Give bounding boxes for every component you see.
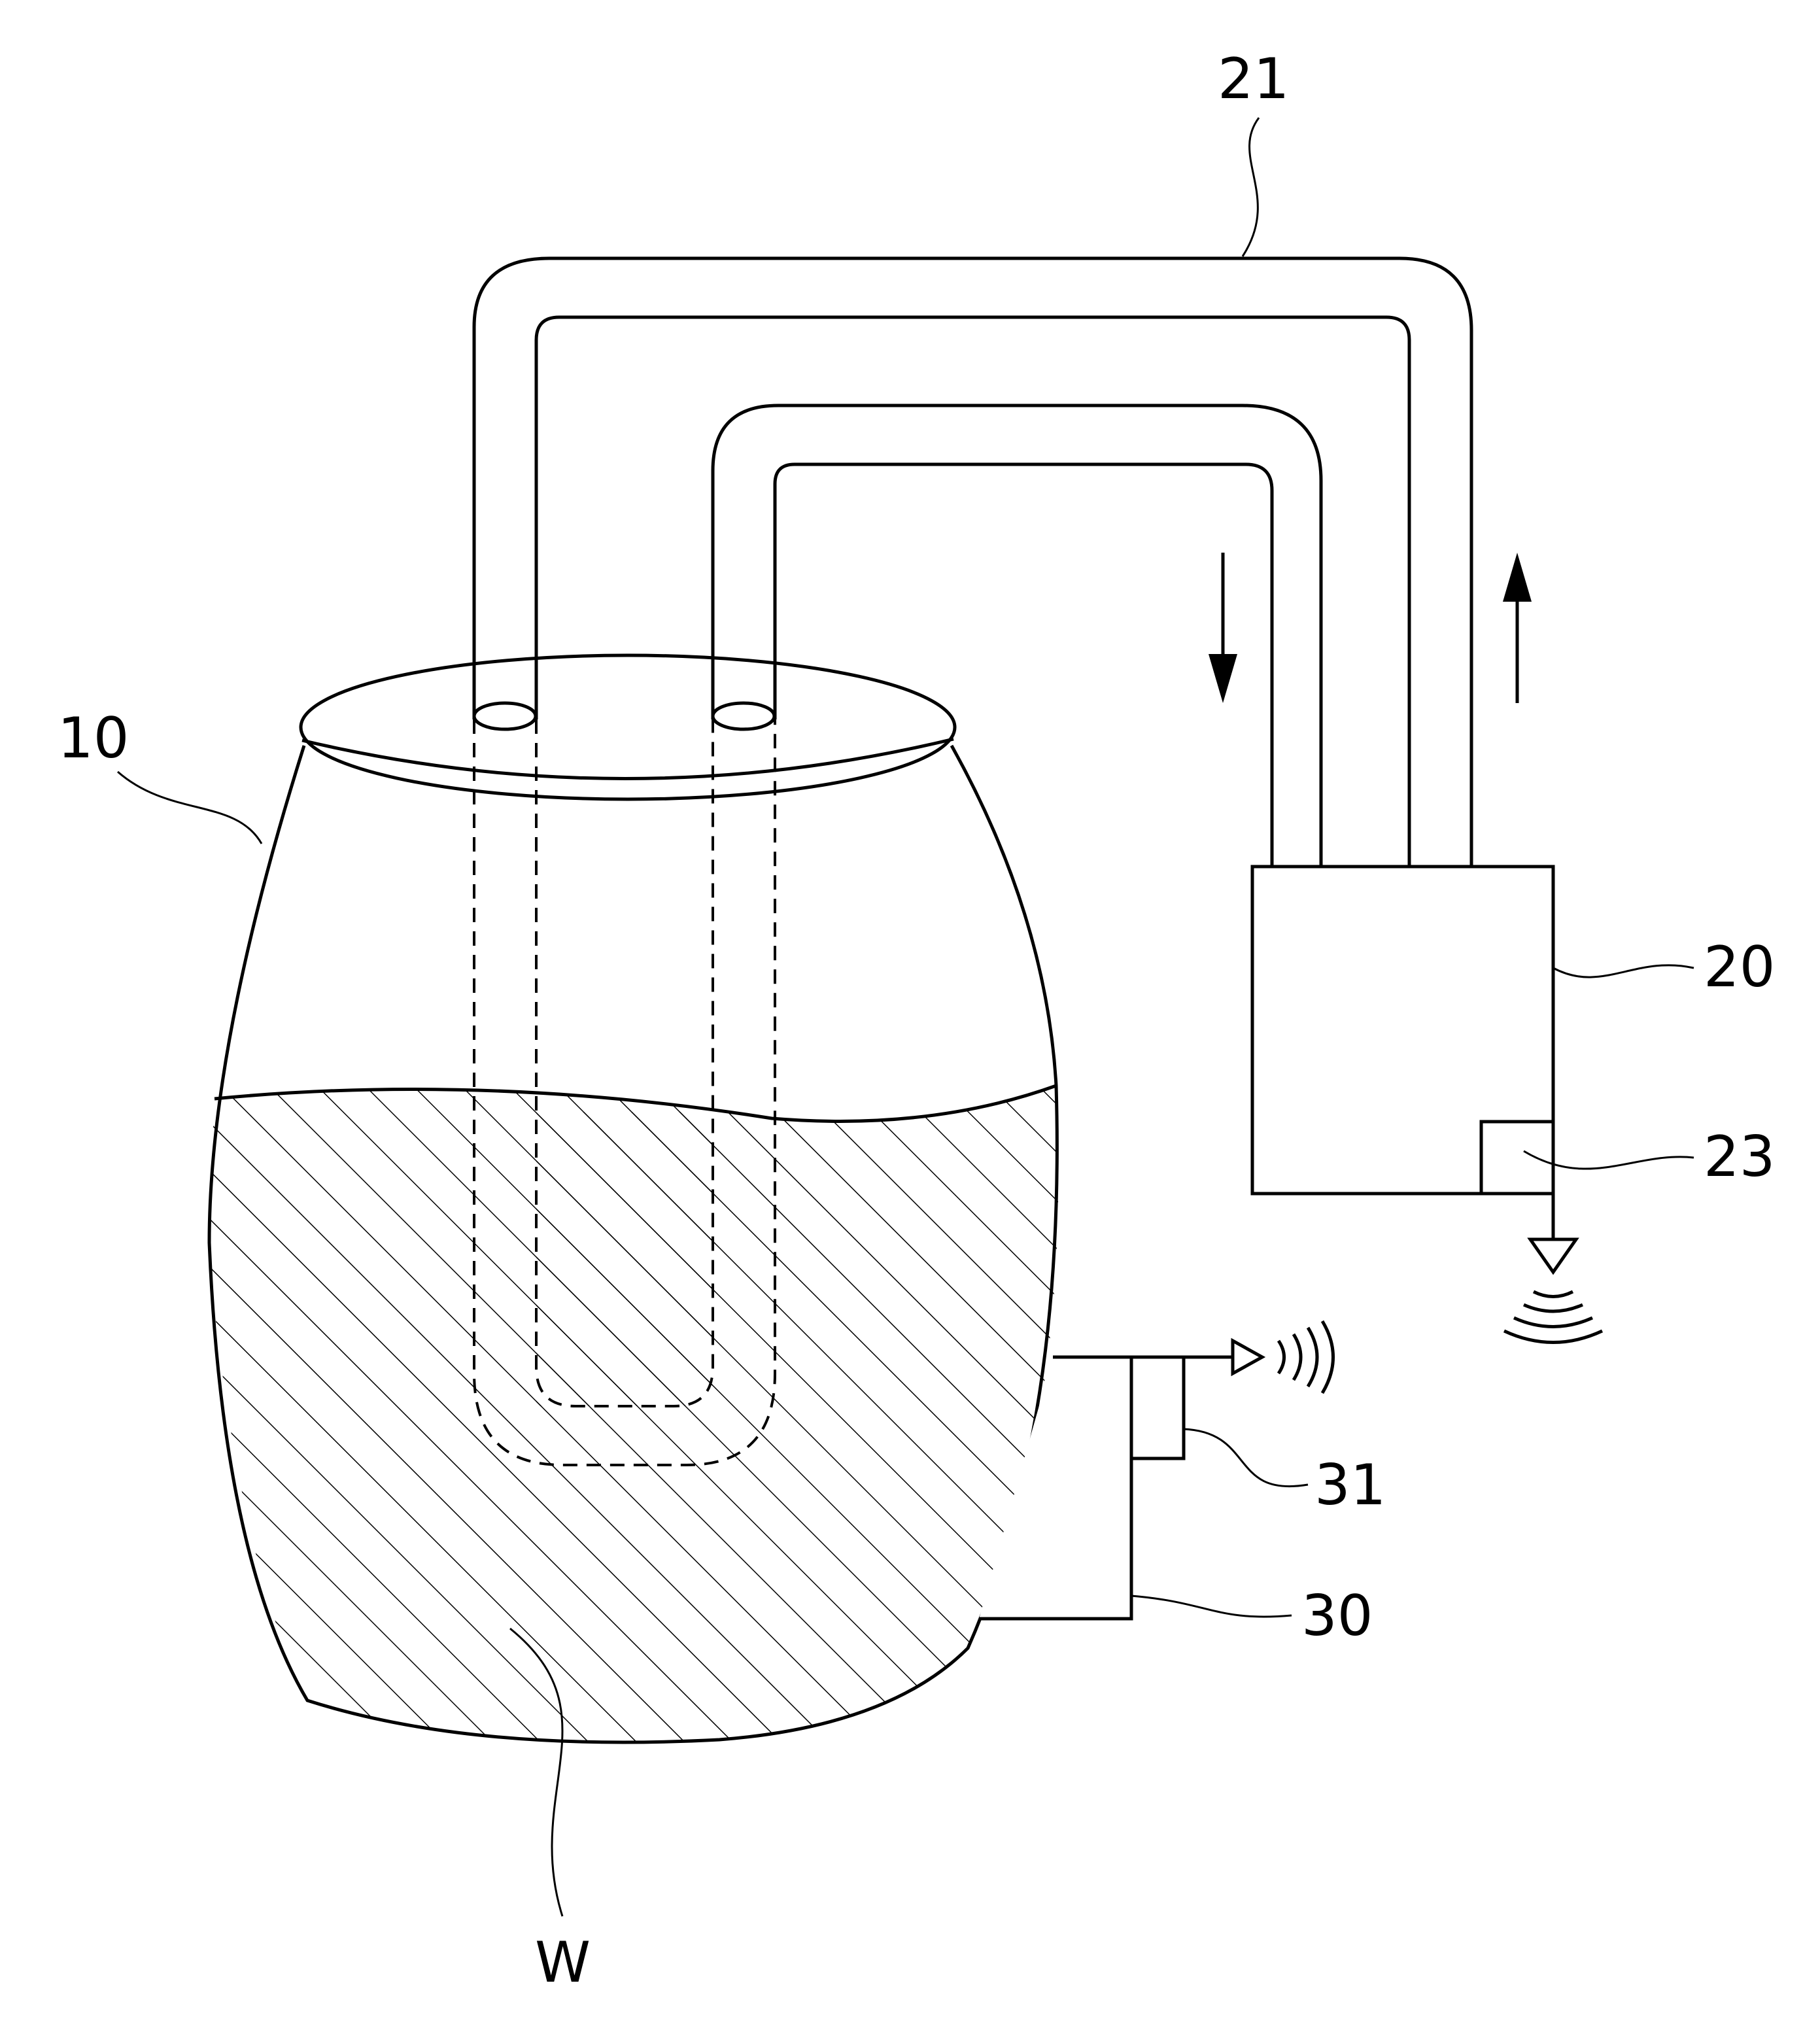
arrow-up-icon — [1503, 553, 1532, 703]
device-signal-waves-icon — [1503, 1290, 1604, 1344]
leader-30 — [1131, 1594, 1292, 1618]
leader-lines — [117, 117, 1694, 1917]
leader-W — [509, 1627, 564, 1917]
leader-20 — [1553, 964, 1694, 978]
antenna-icon — [1527, 1237, 1579, 1275]
device — [1250, 865, 1579, 1275]
leader-10 — [117, 770, 263, 844]
sensor-transmitter-box — [1129, 1355, 1186, 1460]
vessel-lid — [299, 653, 957, 801]
flow-arrows — [1209, 553, 1532, 703]
pipe — [472, 256, 1473, 867]
sensor-unit — [979, 1337, 1266, 1621]
sensor-antenna-icon — [1231, 1337, 1266, 1377]
label-30: 30 — [1301, 1583, 1373, 1649]
label-23: 23 — [1704, 1124, 1775, 1190]
inner-tube-opening — [711, 701, 776, 731]
outer-tube-outer-wall — [472, 256, 1473, 867]
inner-tube-outer-wall — [711, 404, 1323, 867]
label-20: 20 — [1704, 935, 1775, 1000]
inner-tube-inner-wall — [773, 462, 1274, 867]
arrow-down-icon — [1209, 553, 1237, 703]
liquid-surface — [214, 1084, 1057, 1123]
outer-tube-inner-wall — [534, 315, 1411, 867]
submerged-tube — [473, 719, 776, 1466]
leader-21 — [1241, 117, 1260, 257]
label-10: 10 — [58, 706, 129, 771]
label-W: W — [535, 1930, 591, 1995]
leader-23 — [1523, 1150, 1694, 1170]
label-31: 31 — [1314, 1453, 1386, 1518]
transmitter-box — [1479, 1120, 1555, 1196]
label-21: 21 — [1218, 46, 1289, 112]
leader-31 — [1183, 1428, 1309, 1488]
outer-tube-opening — [472, 701, 538, 731]
sensor-signal-waves-icon — [1277, 1320, 1335, 1394]
vessel-lid-rim — [301, 737, 954, 780]
